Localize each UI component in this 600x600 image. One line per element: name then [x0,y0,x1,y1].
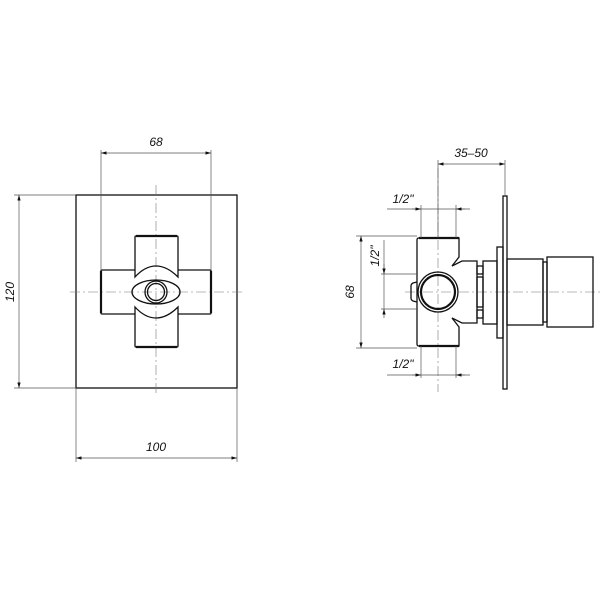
dimension-plate-width: 100 [75,388,238,462]
inlet-ring-inner [419,273,457,311]
handle-cap-outer [144,280,168,304]
cover-plate [75,194,238,389]
dimension-bottom-thread: 1/2" [387,346,470,378]
dimension-handle-width: 68 [100,135,212,270]
dim-label-top-half-inch: 1/2" [393,192,415,206]
handle-cap-inner [146,282,166,302]
dimension-top-thread: 1/2" [387,192,470,238]
dimension-inlet-thread: 1/2" [368,240,417,318]
valve-body [410,236,478,348]
dimension-depth: 35–50 [437,146,506,238]
side-view: 35–50 1/2" 1/2" 68 [343,146,600,392]
dim-label-68: 68 [149,135,163,149]
dim-label-35-50: 35–50 [454,146,488,160]
dim-label-68-side: 68 [343,285,357,299]
wall-flange [496,246,504,339]
front-view: 68 120 100 [3,135,245,462]
dim-label-100: 100 [146,440,166,454]
cartridge-flange [482,260,498,325]
dimension-plate-height: 120 [3,194,76,389]
dimension-body-height: 68 [343,235,417,349]
handle-hub-ellipse [131,279,181,305]
cross-handle [99,234,213,349]
inlet-ring-outer [417,271,459,313]
dim-label-120: 120 [3,282,17,302]
dim-label-bottom-half-inch: 1/2" [393,357,415,371]
handle-knob [546,256,594,328]
dim-label-inlet-half-inch: 1/2" [368,245,382,267]
